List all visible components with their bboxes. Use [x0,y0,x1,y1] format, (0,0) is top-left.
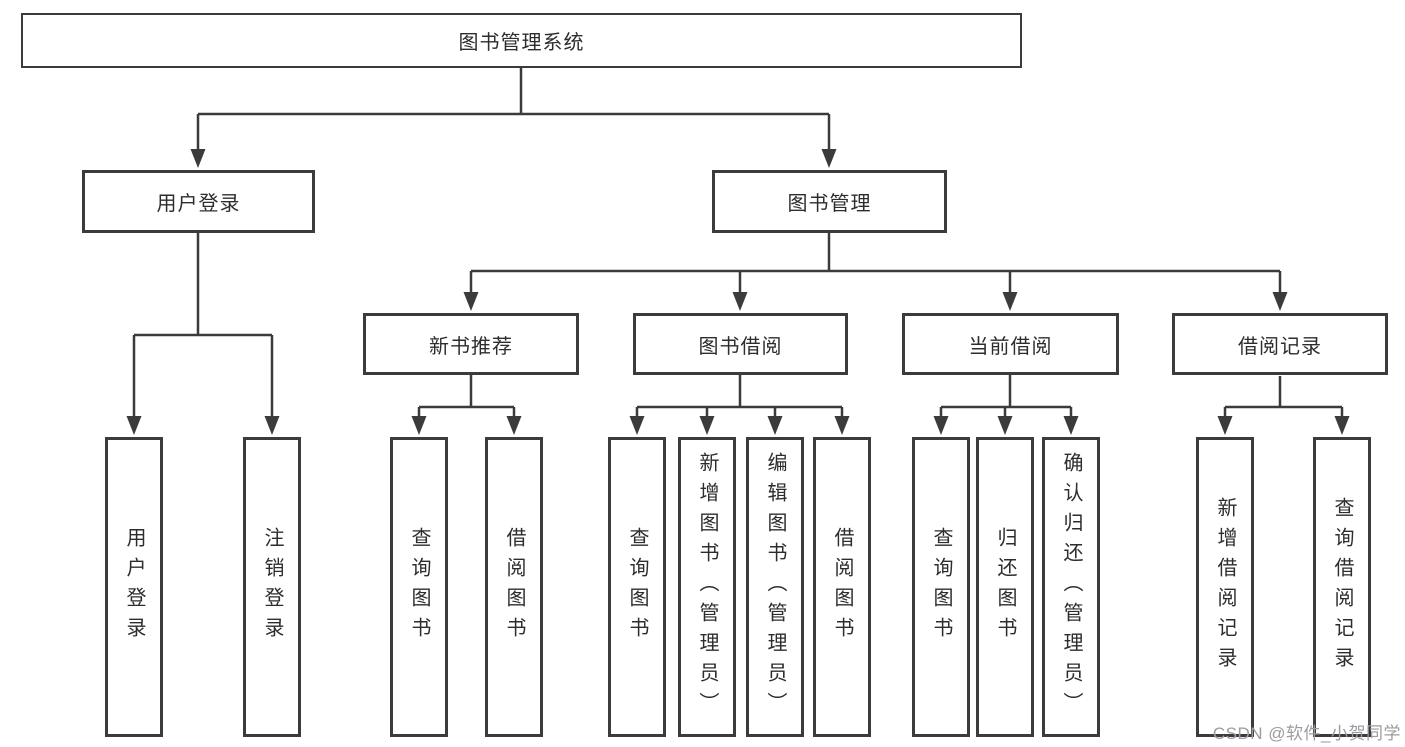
node-label: 新增借阅记录 [1214,497,1236,677]
node-label: 用户登录 [156,193,241,215]
node-label: 新增图书（管理员） [696,452,718,722]
node-library-management-system: 图书管理系统 [21,13,1022,68]
node-label: 当前借阅 [968,335,1053,358]
node-leaf-query-borrow-record: 查询借阅记录 [1313,437,1371,737]
arrowheads [126,149,1350,435]
node-leaf-edit-book-admin: 编辑图书（管理员） [746,437,804,737]
node-label: 用户登录 [123,527,145,647]
node-label: 图书借阅 [698,335,783,358]
node-leaf-borrow-book-1: 借阅图书 [485,437,543,737]
node-label: 查询借阅记录 [1331,497,1353,677]
node-label: 借阅图书 [503,527,525,647]
node-label: 确认归还（管理员） [1060,452,1082,722]
node-leaf-return-book: 归还图书 [976,437,1034,737]
node-current-borrow: 当前借阅 [902,313,1119,375]
node-new-book-recommend: 新书推荐 [363,313,579,375]
node-label: 编辑图书（管理员） [764,452,786,722]
node-label: 归还图书 [994,527,1016,647]
node-leaf-add-book-admin: 新增图书（管理员） [678,437,736,737]
node-book-management: 图书管理 [712,170,947,233]
node-borrow-record: 借阅记录 [1172,313,1388,375]
csdn-watermark: CSDN @软件_小贺同学 [1212,724,1401,743]
node-leaf-query-book-1: 查询图书 [390,437,448,737]
node-label: 注销登录 [261,527,283,647]
node-label: 图书管理系统 [458,32,585,54]
node-leaf-query-book-2: 查询图书 [608,437,666,737]
node-label: 查询图书 [930,527,952,647]
node-user-login: 用户登录 [82,170,315,233]
node-leaf-logout: 注销登录 [243,437,301,737]
node-book-borrow: 图书借阅 [633,313,848,375]
node-label: 图书管理 [787,193,872,215]
node-leaf-query-book-3: 查询图书 [912,437,970,737]
node-leaf-add-borrow-record: 新增借阅记录 [1196,437,1254,737]
node-label: 借阅记录 [1238,335,1322,358]
node-label: 查询图书 [408,527,430,647]
node-leaf-confirm-return-admin: 确认归还（管理员） [1042,437,1100,737]
node-leaf-user-login: 用户登录 [105,437,163,737]
node-label: 新书推荐 [429,335,513,358]
node-leaf-borrow-book-2: 借阅图书 [813,437,871,737]
node-label: 借阅图书 [831,527,853,647]
node-label: 查询图书 [626,527,648,647]
